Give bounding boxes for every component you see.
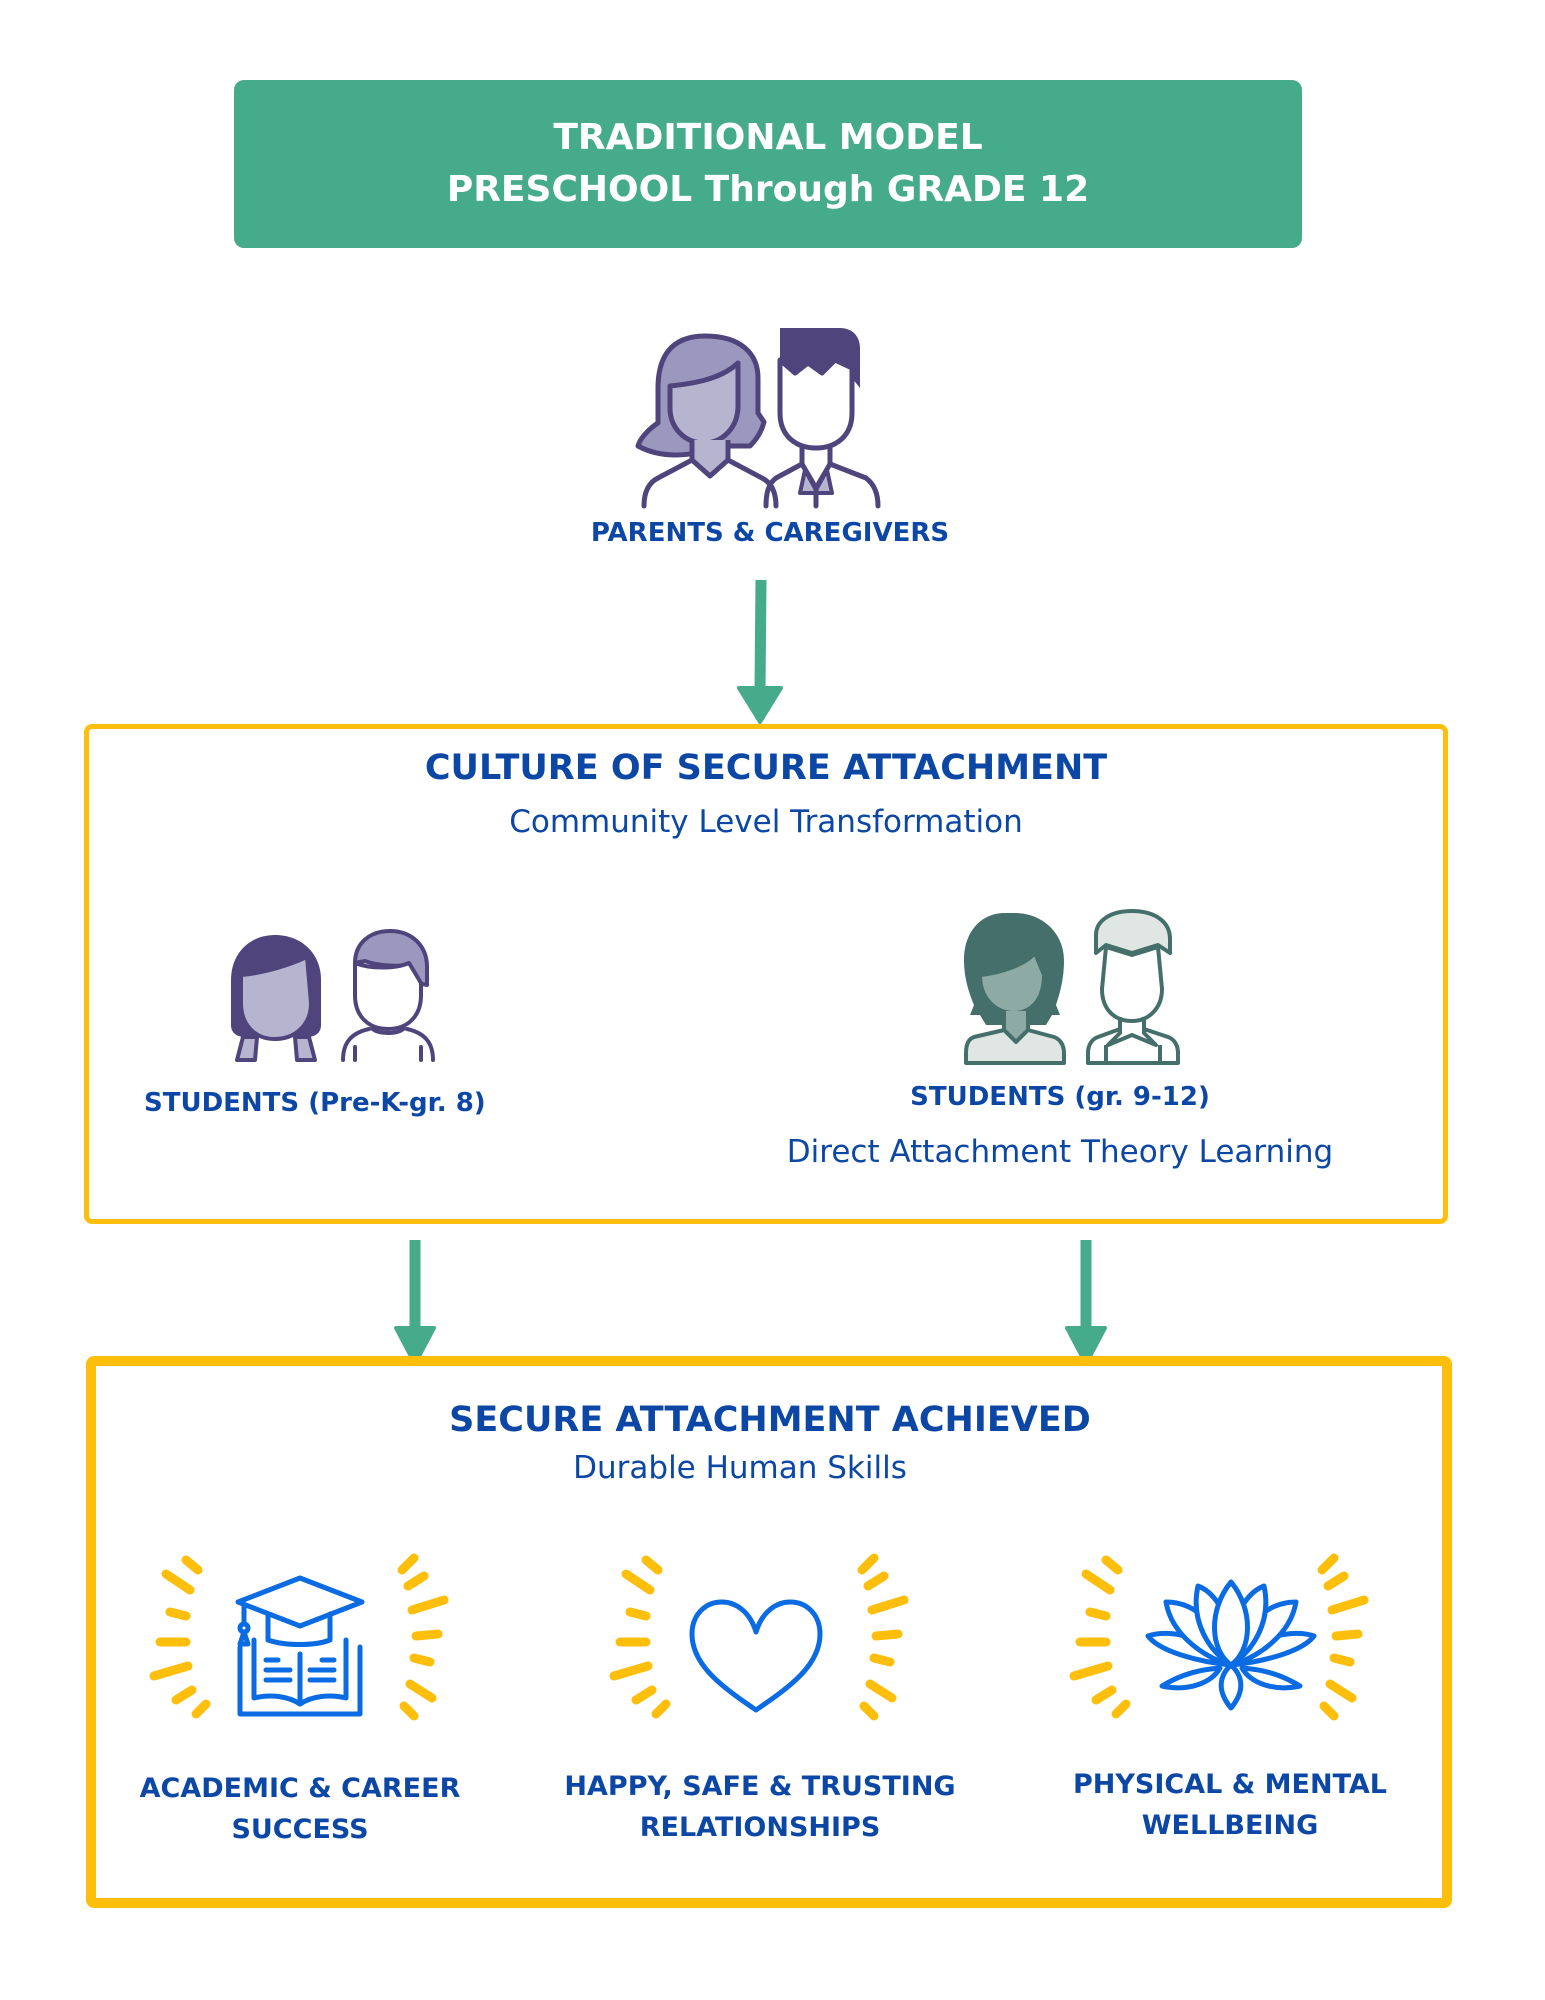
achieved-box	[86, 1356, 1452, 1908]
outcome-label-academic: ACADEMIC & CAREER SUCCESS	[100, 1768, 500, 1850]
culture-title: CULTURE OF SECURE ATTACHMENT	[424, 748, 1108, 788]
achieved-subtitle: Durable Human Skills	[573, 1450, 907, 1486]
outcome-relationships-line1: HAPPY, SAFE & TRUSTING	[564, 1771, 956, 1802]
outcome-relationships-line2: RELATIONSHIPS	[639, 1812, 881, 1843]
header-title-line1: TRADITIONAL MODEL	[553, 117, 983, 158]
lotus-icon	[1060, 1530, 1380, 1730]
outcome-label-relationships: HAPPY, SAFE & TRUSTING RELATIONSHIPS	[540, 1766, 980, 1848]
young-students-label: STUDENTS (Pre-K-gr. 8)	[144, 1088, 486, 1118]
outcome-academic-line2: SUCCESS	[231, 1814, 369, 1845]
achieved-title: SECURE ATTACHMENT ACHIEVED	[449, 1400, 1091, 1440]
graduation-book-icon	[140, 1530, 460, 1730]
outcome-academic-line1: ACADEMIC & CAREER	[139, 1773, 461, 1804]
culture-subtitle: Community Level Transformation	[509, 804, 1023, 840]
outcome-wellbeing-line1: PHYSICAL & MENTAL	[1072, 1769, 1388, 1800]
parents-label: PARENTS & CAREGIVERS	[590, 518, 950, 548]
arrow-down-icon	[1065, 1240, 1107, 1366]
arrow-down-icon	[394, 1240, 436, 1366]
outcome-wellbeing-line2: WELLBEING	[1141, 1810, 1319, 1841]
culture-box	[84, 724, 1448, 1224]
heart-icon	[600, 1530, 920, 1730]
teen-students-sublabel: Direct Attachment Theory Learning	[786, 1134, 1334, 1170]
teen-students-icon	[964, 909, 1180, 1065]
header-title-line2: PRESCHOOL Through GRADE 12	[446, 169, 1090, 210]
teen-students-label: STUDENTS (gr. 9-12)	[910, 1082, 1210, 1112]
parents-icon	[635, 328, 881, 509]
outcome-label-wellbeing: PHYSICAL & MENTAL WELLBEING	[1020, 1764, 1440, 1846]
young-students-icon	[231, 929, 435, 1062]
header-banner: TRADITIONAL MODEL PRESCHOOL Through GRAD…	[234, 80, 1302, 248]
arrow-down-icon	[737, 579, 783, 724]
